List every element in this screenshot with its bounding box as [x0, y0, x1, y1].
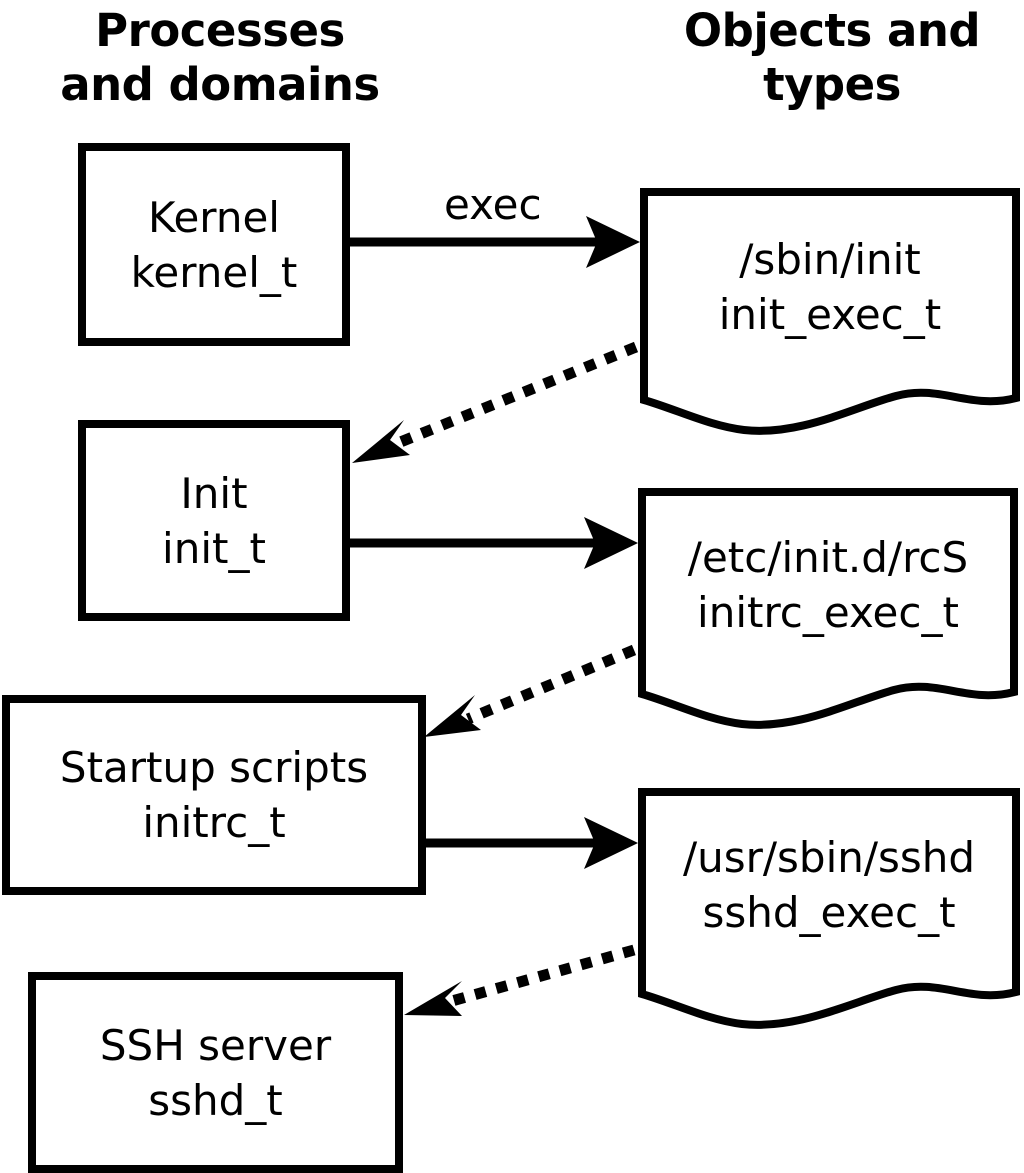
edge-initrc-exec-sshd	[422, 817, 638, 869]
process-box-init[interactable]: Init init_t	[78, 420, 350, 621]
object-type-init-exec-t: init_exec_t	[718, 290, 942, 339]
process-name-ssh-server: SSH server	[99, 1020, 332, 1070]
edge-label-exec: exec	[444, 180, 542, 229]
document-shape-icon	[640, 188, 1020, 435]
edge-sbin-init-transition-init	[352, 341, 639, 463]
process-box-ssh-server[interactable]: SSH server sshd_t	[28, 972, 403, 1173]
object-path-sbin-init: /sbin/init	[739, 235, 921, 284]
document-shape-icon	[638, 788, 1020, 1029]
process-type-init: init_t	[162, 523, 266, 573]
process-type-kernel: kernel_t	[130, 247, 298, 297]
process-name-init: Init	[180, 468, 248, 518]
object-doc-usr-sbin-sshd[interactable]: /usr/sbin/sshd sshd_exec_t	[638, 788, 1020, 1029]
edge-init-exec-rcs	[345, 517, 638, 569]
process-box-startup-scripts[interactable]: Startup scripts initrc_t	[2, 695, 426, 895]
process-type-startup-scripts: initrc_t	[142, 798, 286, 847]
object-path-usr-sbin-sshd: /usr/sbin/sshd	[682, 833, 976, 882]
column-title-processes: Processes and domains	[60, 4, 380, 111]
object-type-sshd-exec-t: sshd_exec_t	[702, 888, 956, 937]
process-name-startup-scripts: Startup scripts	[59, 743, 369, 792]
process-name-kernel: Kernel	[148, 192, 280, 242]
object-doc-etc-initd-rcs[interactable]: /etc/init.d/rcS initrc_exec_t	[638, 488, 1018, 729]
process-box-kernel[interactable]: Kernel kernel_t	[78, 143, 350, 346]
edge-sshd-transition-sshd-domain	[404, 944, 636, 1016]
edge-rcs-transition-initrc	[424, 644, 637, 737]
column-title-objects: Objects and types	[683, 4, 981, 111]
process-type-ssh-server: sshd_t	[148, 1075, 283, 1125]
document-shape-icon	[638, 488, 1018, 729]
object-type-initrc-exec-t: initrc_exec_t	[697, 588, 959, 637]
object-path-etc-initd-rcs: /etc/init.d/rcS	[687, 533, 969, 582]
object-doc-sbin-init[interactable]: /sbin/init init_exec_t	[640, 188, 1020, 435]
